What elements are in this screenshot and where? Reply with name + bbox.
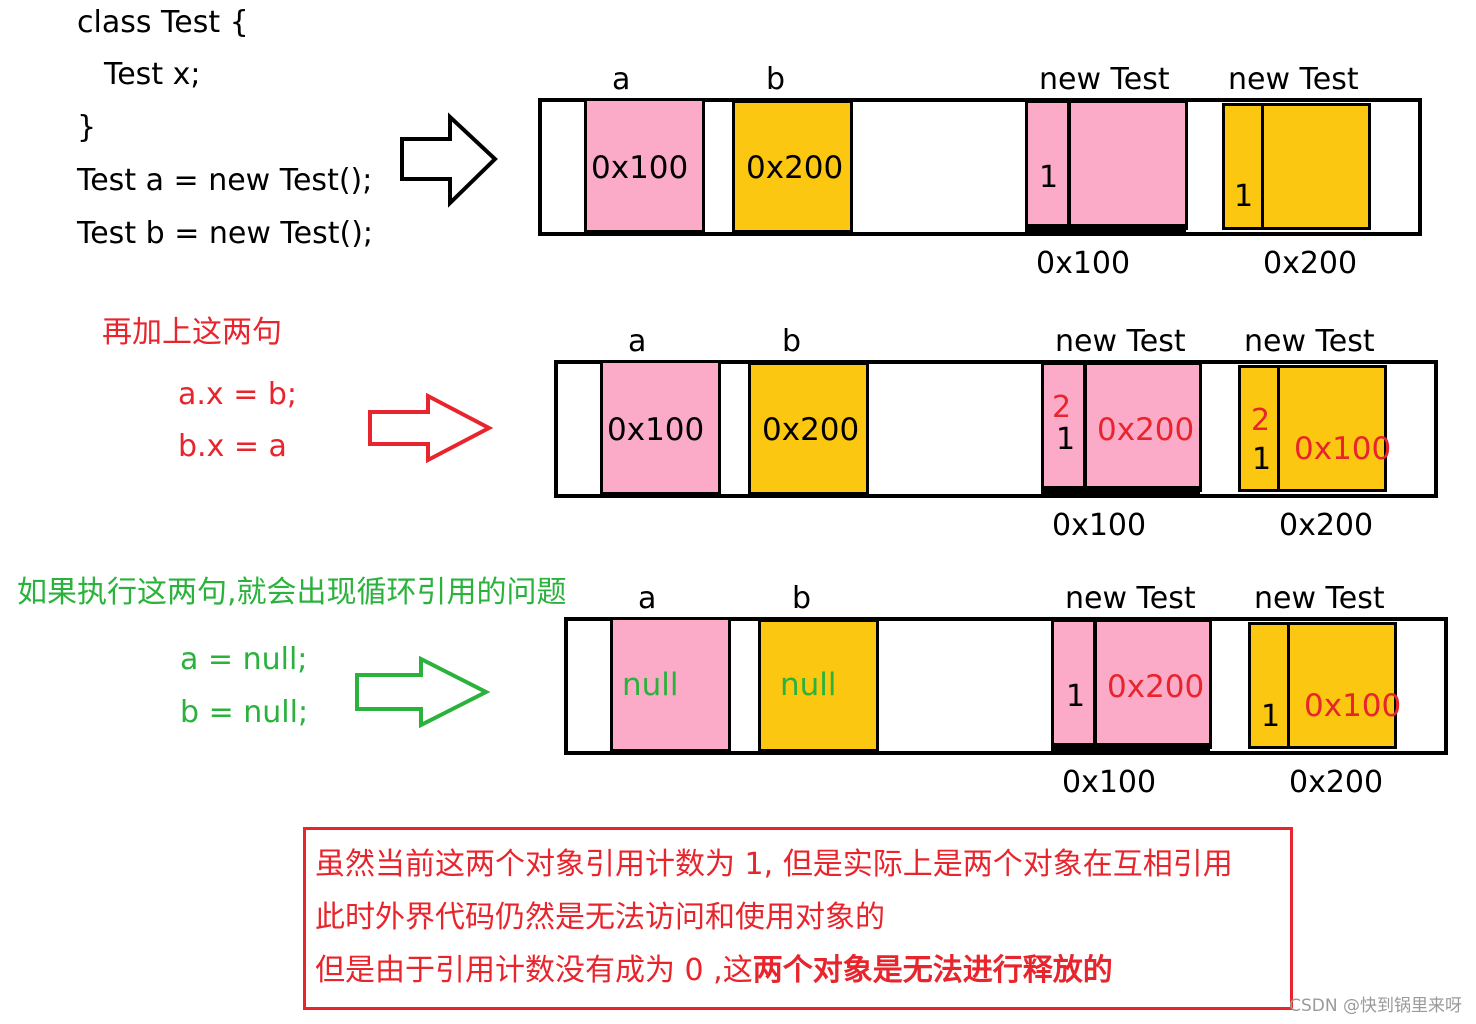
object1-ref-count: 1 xyxy=(1056,422,1076,457)
code-line-class: class Test { xyxy=(77,5,249,40)
object1-field-cell xyxy=(1068,100,1188,230)
explanation-line-1: 虽然当前这两个对象引用计数为 1, 但是实际上是两个对象在互相引用 xyxy=(315,847,1233,882)
step3-title: 如果执行这两句,就会出现循环引用的问题 xyxy=(17,575,567,610)
object1-ref-count: 1 xyxy=(1066,679,1086,714)
step2-title: 再加上这两句 xyxy=(102,315,282,350)
arrow-right-icon xyxy=(368,392,494,464)
var-b-cell xyxy=(758,619,879,752)
var-b-value: 0x200 xyxy=(762,412,860,448)
object2-ref-count-new: 2 xyxy=(1251,403,1271,438)
object1-ref-count: 1 xyxy=(1039,160,1059,195)
explanation-line-3-bold: 两个对象是无法进行释放的 xyxy=(752,953,1113,988)
label-b: b xyxy=(782,324,802,359)
address-0x200: 0x200 xyxy=(1263,246,1358,281)
code-line-close: } xyxy=(77,110,97,145)
var-a-cell xyxy=(584,98,705,233)
object1-ref-count-new: 2 xyxy=(1052,390,1072,425)
step2-line-bx: b.x = a xyxy=(178,429,287,464)
object1-field-value: 0x200 xyxy=(1107,669,1205,705)
object2-ref-count: 1 xyxy=(1261,699,1281,734)
explanation-line-2: 此时外界代码仍然是无法访问和使用对象的 xyxy=(315,900,885,935)
label-a: a xyxy=(628,324,647,359)
explanation-line-3-normal: 但是由于引用计数没有成为 0 ,这 xyxy=(315,953,753,988)
var-a-cell xyxy=(610,617,731,752)
label-new-test-2: new Test xyxy=(1228,62,1359,97)
object1-field-value: 0x200 xyxy=(1097,412,1195,448)
label-new-test-2: new Test xyxy=(1244,324,1375,359)
object1-count-cell xyxy=(1051,619,1096,746)
address-0x200: 0x200 xyxy=(1289,765,1384,800)
object2-count-cell xyxy=(1222,103,1264,230)
label-b: b xyxy=(766,62,786,97)
object2-field-value: 0x100 xyxy=(1294,431,1392,467)
var-a-value: null xyxy=(622,667,679,703)
explanation-box: 虽然当前这两个对象引用计数为 1, 但是实际上是两个对象在互相引用 此时外界代码… xyxy=(303,827,1293,1010)
object2-field-cell xyxy=(1287,622,1397,749)
object1-bottom-bar xyxy=(1051,743,1210,751)
address-0x200: 0x200 xyxy=(1279,508,1374,543)
code-line-field: Test x; xyxy=(104,57,201,92)
object1-bottom-bar xyxy=(1041,486,1200,494)
object2-field-value: 0x100 xyxy=(1304,688,1402,724)
step2-line-ax: a.x = b; xyxy=(178,377,298,412)
var-a-cell xyxy=(600,360,721,495)
object1-bottom-bar xyxy=(1025,224,1186,232)
label-b: b xyxy=(792,581,812,616)
object2-count-cell xyxy=(1238,365,1280,492)
var-b-cell xyxy=(732,100,853,233)
address-0x100: 0x100 xyxy=(1052,508,1147,543)
label-a: a xyxy=(612,62,631,97)
object2-ref-count: 1 xyxy=(1234,179,1254,214)
address-0x100: 0x100 xyxy=(1036,246,1131,281)
arrow-right-icon xyxy=(355,655,491,729)
code-line-new-a: Test a = new Test(); xyxy=(77,163,373,198)
label-new-test-1: new Test xyxy=(1065,581,1196,616)
var-a-value: 0x100 xyxy=(607,412,705,448)
label-new-test-1: new Test xyxy=(1039,62,1170,97)
object2-field-cell xyxy=(1277,365,1387,492)
watermark: CSDN @快到锅里来呀 xyxy=(1289,996,1462,1016)
step3-line-b-null: b = null; xyxy=(180,695,309,730)
step3-line-a-null: a = null; xyxy=(180,642,308,677)
object2-field-cell xyxy=(1261,103,1371,230)
object1-count-cell xyxy=(1025,100,1070,227)
var-b-value: 0x200 xyxy=(746,150,844,186)
object2-ref-count: 1 xyxy=(1252,442,1272,477)
var-b-value: null xyxy=(780,667,837,703)
address-0x100: 0x100 xyxy=(1062,765,1157,800)
var-a-value: 0x100 xyxy=(591,150,689,186)
label-new-test-1: new Test xyxy=(1055,324,1186,359)
code-line-new-b: Test b = new Test(); xyxy=(77,216,374,251)
label-a: a xyxy=(638,581,657,616)
arrow-right-icon xyxy=(400,112,498,208)
var-b-cell xyxy=(748,362,869,495)
label-new-test-2: new Test xyxy=(1254,581,1385,616)
explanation-line-3: 但是由于引用计数没有成为 0 ,这两个对象是无法进行释放的 xyxy=(315,956,1113,986)
